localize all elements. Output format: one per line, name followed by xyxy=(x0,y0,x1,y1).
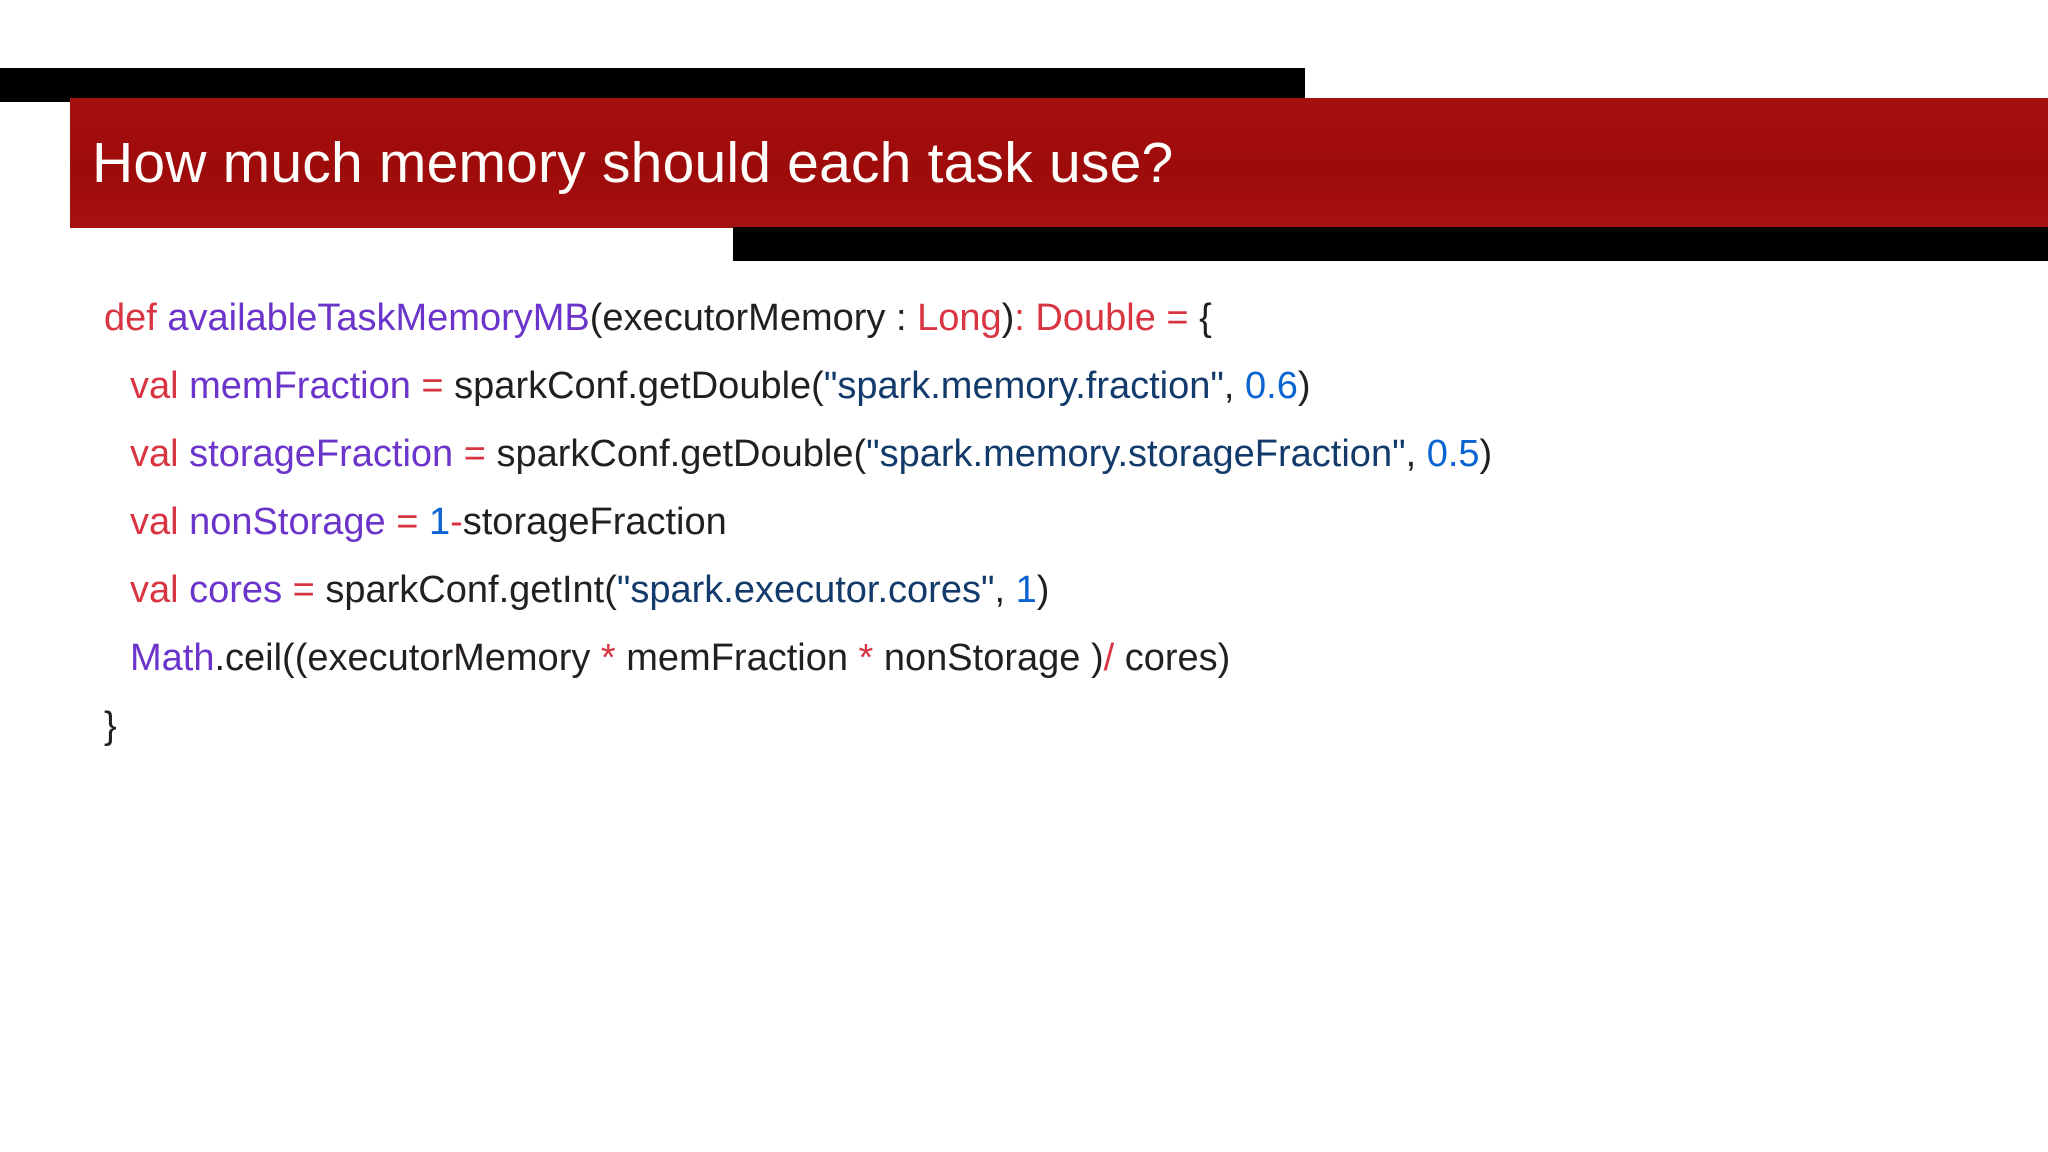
code-token-kw: = xyxy=(453,433,497,475)
code-token-plain: (executorMemory : xyxy=(589,297,918,339)
code-token-plain: ) xyxy=(1036,569,1050,611)
code-line: val storageFraction = sparkConf.getDoubl… xyxy=(0,420,2048,488)
code-token-kw: val xyxy=(130,365,190,407)
code-token-plain: } xyxy=(104,705,117,747)
code-line: val cores = sparkConf.getInt("spark.exec… xyxy=(0,556,2048,624)
code-token-plain: ) xyxy=(1297,365,1311,407)
code-line-content: def availableTaskMemoryMB(executorMemory… xyxy=(0,297,1212,339)
code-token-kw: Double xyxy=(1035,297,1156,339)
code-line-content: Math.ceil((executorMemory * memFraction … xyxy=(0,637,1230,679)
code-token-num: 1 xyxy=(1015,569,1037,611)
title-decoration-bar-top xyxy=(0,68,1305,102)
code-token-num: 0.5 xyxy=(1426,433,1480,475)
code-token-plain: storageFraction xyxy=(462,501,727,543)
code-line-content: val storageFraction = sparkConf.getDoubl… xyxy=(0,433,1492,475)
code-block: def availableTaskMemoryMB(executorMemory… xyxy=(0,284,2048,760)
code-token-plain: sparkConf.getInt( xyxy=(325,569,617,611)
code-token-plain: ) xyxy=(1479,433,1493,475)
code-token-plain: nonStorage ) xyxy=(873,637,1104,679)
code-token-ident: storageFraction xyxy=(189,433,454,475)
code-token-ident: cores xyxy=(189,569,283,611)
code-token-num: 1 xyxy=(428,501,451,543)
code-token-kw: / xyxy=(1103,637,1115,679)
code-token-kw: - xyxy=(450,501,463,543)
code-token-plain: , xyxy=(1405,433,1427,475)
code-line: Math.ceil((executorMemory * memFraction … xyxy=(0,624,2048,692)
code-line: } xyxy=(0,692,2048,760)
code-token-plain: { xyxy=(1199,297,1212,339)
code-token-kw: = xyxy=(410,365,455,407)
code-token-plain: , xyxy=(994,569,1016,611)
code-line-content: val memFraction = sparkConf.getDouble("s… xyxy=(0,365,1310,407)
code-token-kw: * xyxy=(600,637,616,679)
code-token-str: "spark.executor.cores" xyxy=(616,569,995,611)
code-token-plain: memFraction xyxy=(615,637,859,679)
code-token-plain: , xyxy=(1223,365,1245,407)
code-line-content: val cores = sparkConf.getInt("spark.exec… xyxy=(0,569,1049,611)
code-token-ident: Math xyxy=(130,637,215,679)
code-token-plain: ) xyxy=(1001,297,1015,339)
code-token-ident: memFraction xyxy=(189,365,411,407)
code-token-kw: = xyxy=(385,501,429,543)
code-token-plain: sparkConf.getDouble( xyxy=(496,433,867,475)
code-line: def availableTaskMemoryMB(executorMemory… xyxy=(0,284,2048,352)
code-token-plain: sparkConf.getDouble( xyxy=(454,365,824,407)
code-token-plain: cores) xyxy=(1114,637,1231,679)
code-token-kw: def xyxy=(104,297,168,339)
code-line-content: } xyxy=(0,705,117,747)
code-token-str: "spark.memory.storageFraction" xyxy=(866,433,1406,475)
code-line-content: val nonStorage = 1-storageFraction xyxy=(0,501,727,543)
page-title: How much memory should each task use? xyxy=(92,131,1174,195)
code-token-kw: Long xyxy=(917,297,1002,339)
title-decoration-bar-bottom xyxy=(733,227,2048,261)
code-token-kw: val xyxy=(130,433,190,475)
code-token-kw: * xyxy=(858,637,874,679)
code-token-kw: val xyxy=(130,501,190,543)
code-token-kw: val xyxy=(130,569,190,611)
code-token-kw: = xyxy=(282,569,326,611)
code-line: val memFraction = sparkConf.getDouble("s… xyxy=(0,352,2048,420)
code-token-plain: .ceil((executorMemory xyxy=(214,637,601,679)
code-line: val nonStorage = 1-storageFraction xyxy=(0,488,2048,556)
code-token-kw: = xyxy=(1155,297,1200,339)
code-token-str: "spark.memory.fraction" xyxy=(823,365,1224,407)
code-token-num: 0.6 xyxy=(1245,365,1298,407)
code-token-ident: availableTaskMemoryMB xyxy=(167,297,590,339)
code-token-ident: nonStorage xyxy=(189,501,386,543)
title-banner xyxy=(70,98,2048,228)
code-token-kw: : xyxy=(1014,297,1036,339)
